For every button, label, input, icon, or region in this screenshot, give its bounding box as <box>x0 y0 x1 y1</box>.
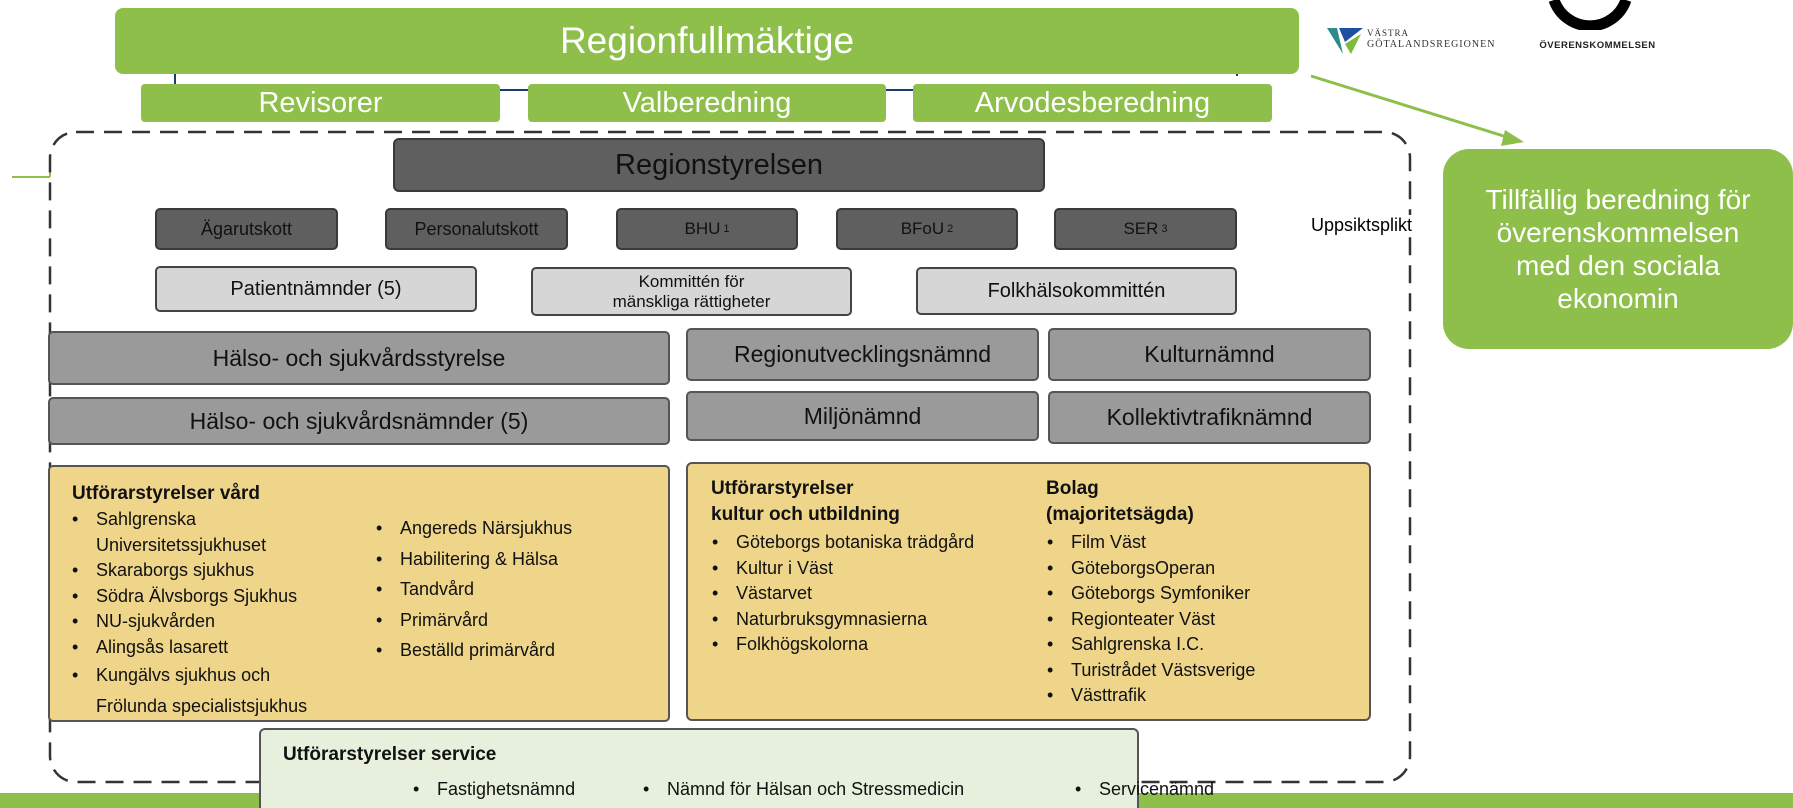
vgr-emblem-icon <box>1327 28 1363 54</box>
list-item: Alingsås lasarett <box>68 635 313 661</box>
list-item: Tandvård <box>372 574 662 605</box>
personalutskott-box: Personalutskott <box>385 208 568 250</box>
list-item: NU-sjukvården <box>68 609 313 635</box>
list-item: Servicenämnd <box>1071 777 1214 803</box>
service-box: Utförarstyrelser service Fastighetsnämnd… <box>259 728 1214 808</box>
list-item: Film Väst <box>1043 530 1363 556</box>
list-item: Sahlgrenska Universitetssjukhuset <box>68 507 313 558</box>
list-item: Västarvet <box>708 581 1008 607</box>
valberedning-box: Valberedning <box>528 84 886 122</box>
kulturnamnd-box: Kulturnämnd <box>1048 328 1371 381</box>
agarutskott-box: Ägarutskott <box>155 208 338 250</box>
list-item: GöteborgsOperan <box>1043 556 1363 582</box>
ser-footnote: 3 <box>1161 223 1168 235</box>
list-item: Sahlgrenska I.C. <box>1043 632 1363 658</box>
list-item: Kungälvs sjukhus och Frölunda specialist… <box>68 660 313 722</box>
service-item-1: Fastighetsnämnd <box>409 777 575 803</box>
bolag-heading-line-1: Bolag <box>1046 478 1099 499</box>
uppsiktsplikt-label: Uppsiktsplikt <box>1310 215 1414 236</box>
list-item: Göteborgs Symfoniker <box>1043 581 1363 607</box>
arrow-to-temporary <box>1310 74 1511 140</box>
rights-line-2: mänskliga rättigheter <box>612 291 771 311</box>
patientnamnder-box: Patientnämnder (5) <box>155 266 477 312</box>
vard-list-1: Sahlgrenska Universitetssjukhuset Skarab… <box>68 507 313 722</box>
vgr-logo-line1: VÄSTRA <box>1367 28 1410 38</box>
kultur-bolag-box: Utförarstyrelser kultur och utbildning G… <box>686 462 1371 721</box>
agarutskott-label: Ägarutskott <box>200 218 293 239</box>
overenskommelsen-ring-icon <box>1548 0 1632 30</box>
list-item: Turistrådet Västsverige <box>1043 658 1363 684</box>
kultur-heading-line-1: Utförarstyrelser <box>711 478 854 499</box>
regionutveckling-box: Regionutvecklingsnämnd <box>686 328 1039 381</box>
list-item: Habilitering & Hälsa <box>372 544 662 575</box>
list-item: Angereds Närsjukhus <box>372 513 662 544</box>
bhu-footnote: 1 <box>723 223 730 235</box>
service-item-3: Servicenämnd <box>1071 777 1214 803</box>
kollektivtrafik-box: Kollektivtrafiknämnd <box>1048 391 1371 444</box>
vard-heading: Utförarstyrelser vård <box>72 483 260 504</box>
temporary-committee-box: Tillfällig beredning för överenskommelse… <box>1443 149 1793 349</box>
temporary-line-1: Tillfällig beredning för <box>1485 184 1751 215</box>
bfou-label: BFoU <box>900 219 945 238</box>
temporary-line-4: ekonomin <box>1557 283 1679 314</box>
list-item: Södra Älvsborgs Sjukhus <box>68 584 313 610</box>
temporary-line-3: med den sociala <box>1516 250 1720 281</box>
hs-styrelse-box: Hälso- och sjukvårdsstyrelse <box>48 331 670 385</box>
vgr-logo: VÄSTRA GÖTALANDSREGIONEN <box>1325 20 1515 60</box>
regionstyrelsen-box: Regionstyrelsen <box>393 138 1045 192</box>
miljonamnd-box: Miljönämnd <box>686 391 1039 441</box>
regionfullmaktige-box: Regionfullmäktige <box>115 8 1299 74</box>
vard-list-2: Angereds Närsjukhus Habilitering & Hälsa… <box>372 513 662 666</box>
kultur-heading-line-2: kultur och utbildning <box>711 504 900 525</box>
list-item: Göteborgs botaniska trädgård <box>708 530 1008 556</box>
kultur-list: Göteborgs botaniska trädgård Kultur i Vä… <box>708 530 1008 658</box>
list-item: Västtrafik <box>1043 683 1363 709</box>
bolag-heading: Bolag (majoritetsägda) <box>1046 476 1194 528</box>
list-item: Beställd primärvård <box>372 635 662 666</box>
bolag-list: Film Väst GöteborgsOperan Göteborgs Symf… <box>1043 530 1363 709</box>
hs-namnder-box: Hälso- och sjukvårdsnämnder (5) <box>48 397 670 445</box>
list-item: Folkhögskolorna <box>708 632 1008 658</box>
list-item: Kultur i Väst <box>708 556 1008 582</box>
list-item: Nämnd för Hälsan och Stressmedicin <box>639 777 964 803</box>
overenskommelsen-logo-text: ÖVERENSKOMMELSEN <box>1539 40 1656 51</box>
vgr-logo-line2: GÖTALANDSREGIONEN <box>1367 39 1496 50</box>
vard-box: Utförarstyrelser vård Sahlgrenska Univer… <box>48 465 670 722</box>
list-item: Regionteater Väst <box>1043 607 1363 633</box>
arvodesberedning-box: Arvodesberedning <box>913 84 1272 122</box>
bolag-heading-line-2: (majoritetsägda) <box>1046 504 1194 525</box>
list-item: Primärvård <box>372 605 662 636</box>
temporary-line-2: överenskommelsen <box>1496 217 1740 248</box>
bfou-footnote: 2 <box>947 223 954 235</box>
list-item: Fastighetsnämnd <box>409 777 575 803</box>
ser-label: SER <box>1123 219 1159 238</box>
overenskommelsen-logo: ÖVERENSKOMMELSEN <box>1520 0 1675 60</box>
service-heading: Utförarstyrelser service <box>283 744 497 765</box>
revisorer-box: Revisorer <box>141 84 500 122</box>
rights-committee-box: Kommittén för mänskliga rättigheter <box>531 267 852 316</box>
bhu-label: BHU <box>684 219 721 238</box>
folkhalsokommitten-box: Folkhälsokommittén <box>916 267 1237 315</box>
service-item-2: Nämnd för Hälsan och Stressmedicin <box>639 777 964 803</box>
kultur-heading: Utförarstyrelser kultur och utbildning <box>711 476 900 528</box>
list-item: Naturbruksgymnasierna <box>708 607 1008 633</box>
personalutskott-label: Personalutskott <box>414 218 539 239</box>
list-item: Skaraborgs sjukhus <box>68 558 313 584</box>
rights-line-1: Kommittén för <box>638 271 745 291</box>
